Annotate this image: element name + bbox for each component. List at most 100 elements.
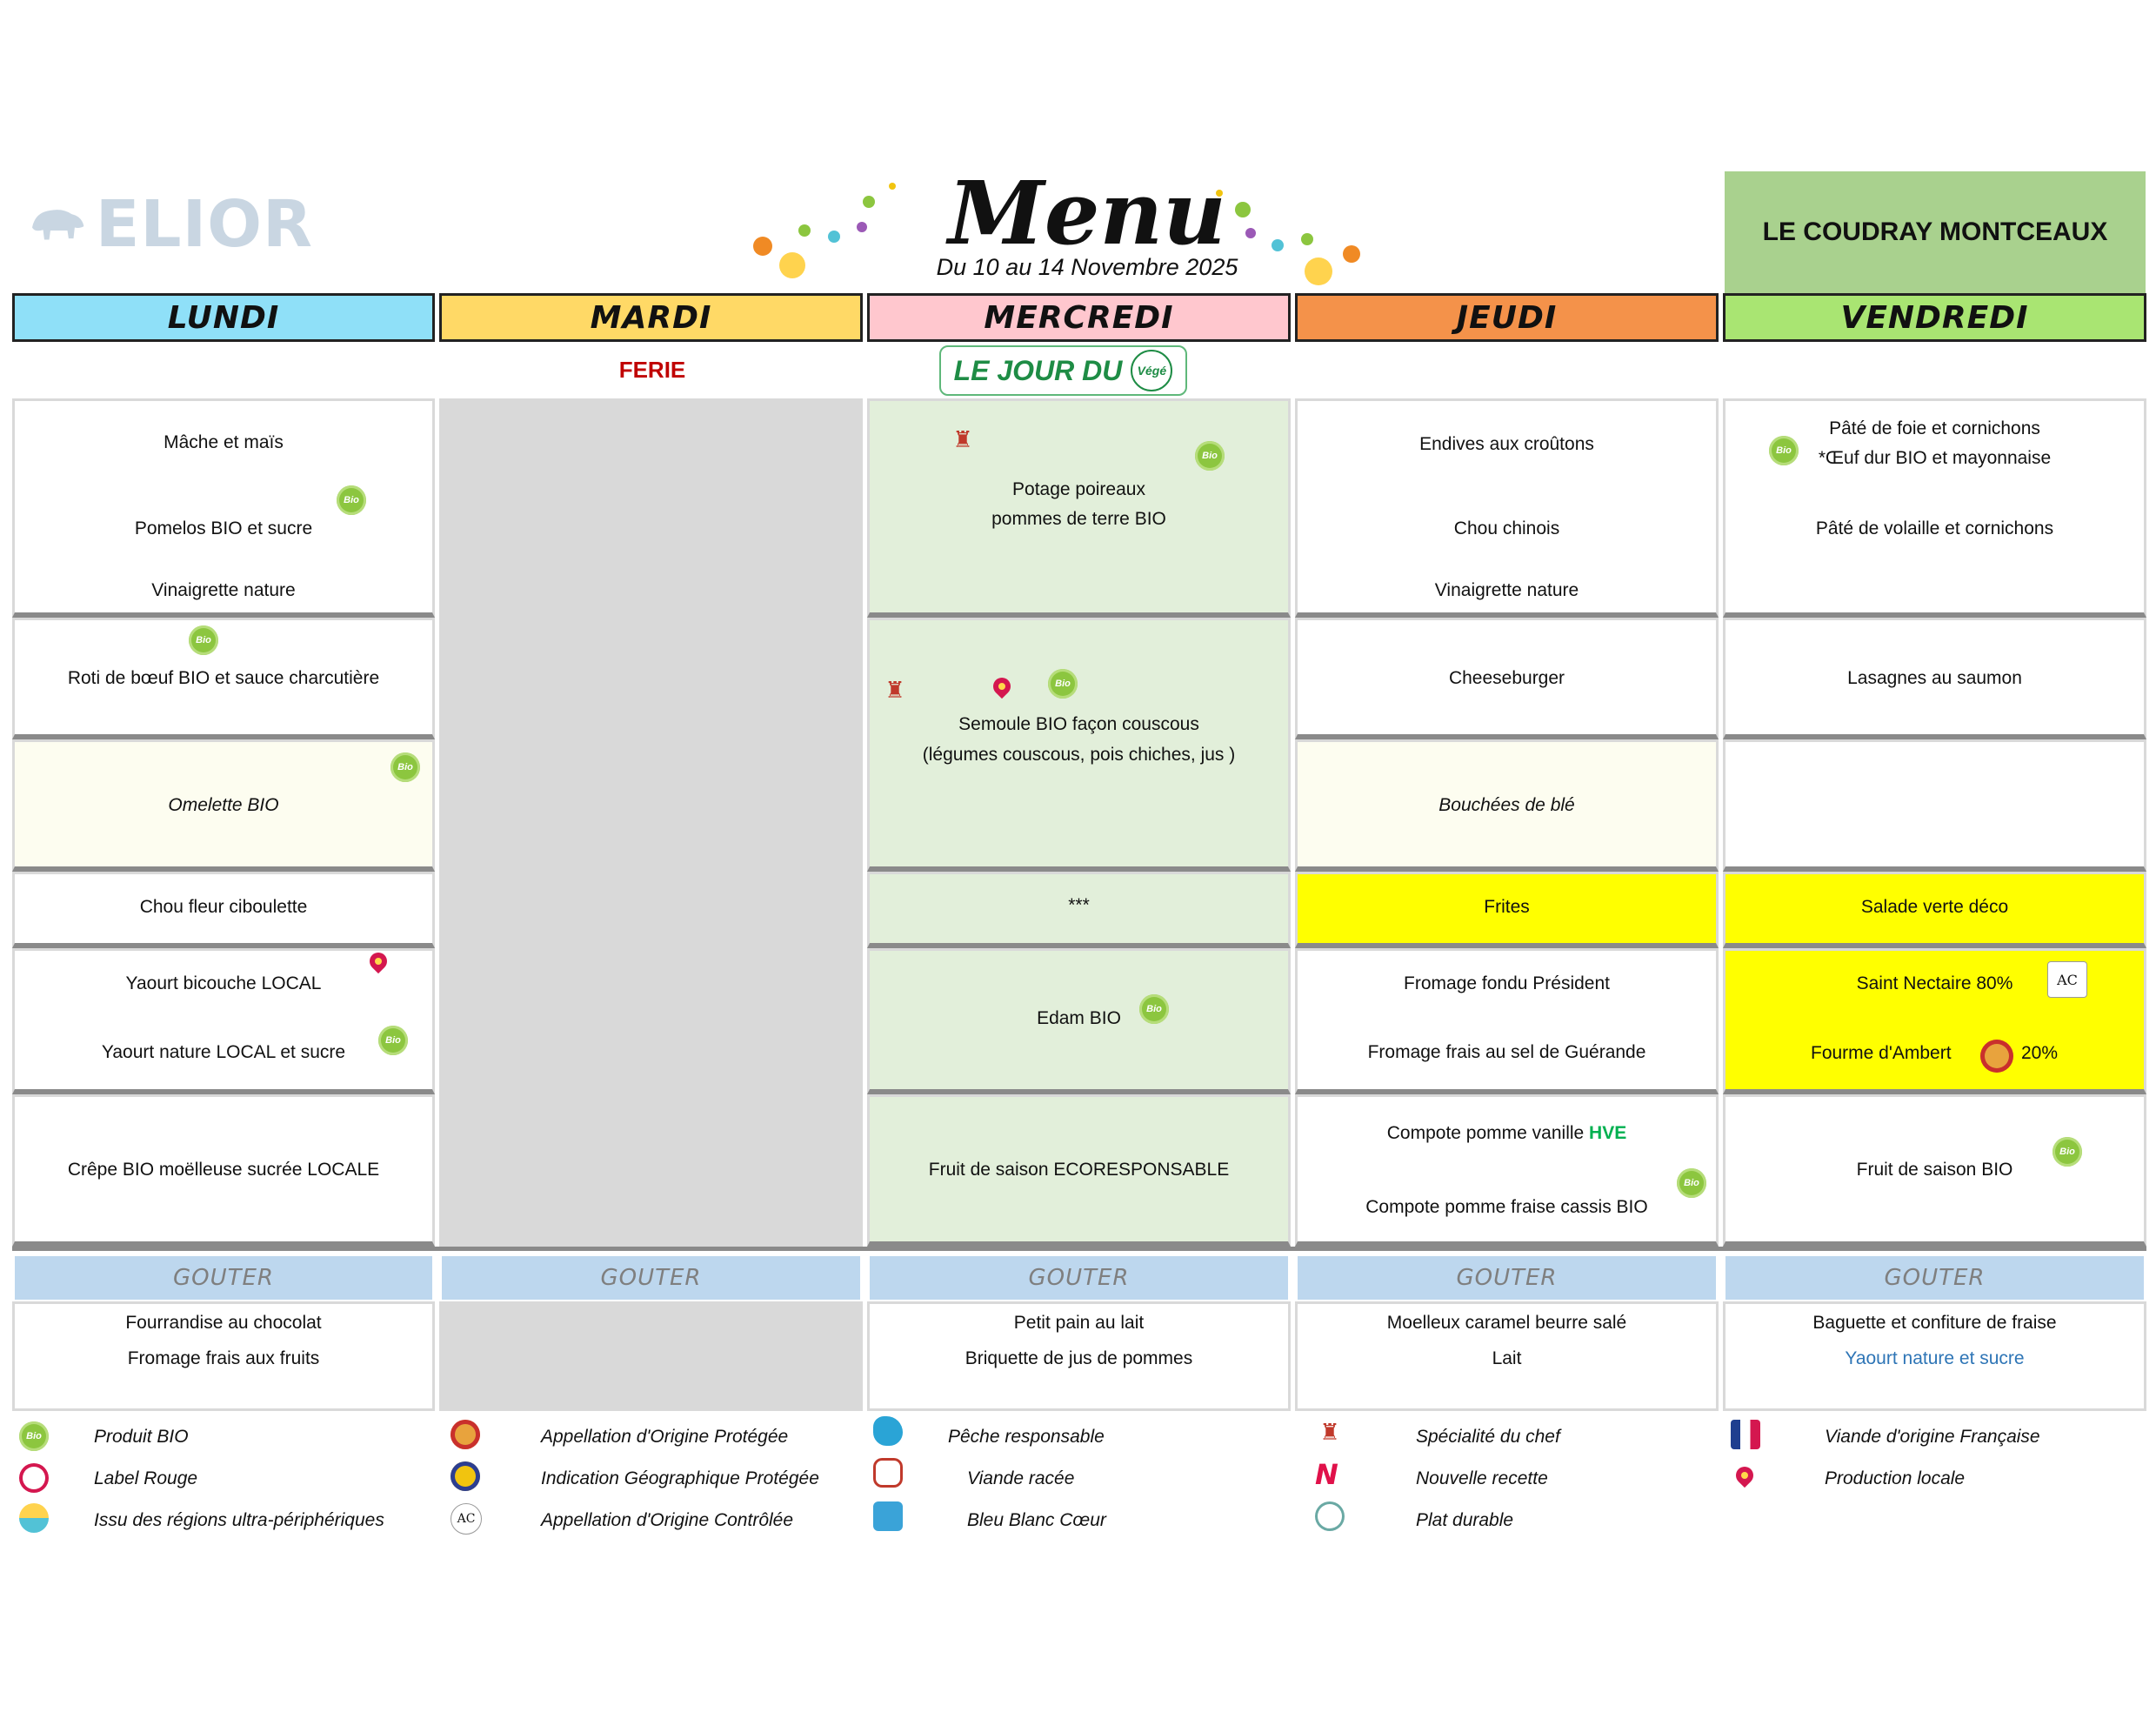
jeudi-dessert-cell: Compote pomme vanille HVE Compote pomme … (1295, 1094, 1719, 1247)
gouter-mercredi-cell: Petit pain au lait Briquette de jus de p… (867, 1301, 1291, 1411)
jeudi-plat: Cheeseburger (1448, 668, 1565, 688)
gouter-lundi-2: Fromage frais aux fruits (127, 1348, 320, 1368)
chef-specialty-icon: ♜ (1319, 1419, 1340, 1445)
jeudi-laitage-1: Fromage fondu Président (1404, 973, 1610, 993)
legend-aop: Appellation d'Origine Protégée (541, 1427, 789, 1447)
vendredi-dessert: Fruit de saison BIO (1856, 1160, 2013, 1180)
bio-icon: Bio (378, 1026, 408, 1055)
bio-icon: Bio (19, 1421, 49, 1451)
bio-icon: Bio (337, 485, 366, 515)
jeudi-accomp-cell: Frites (1295, 872, 1719, 948)
confetti-dot (779, 252, 805, 278)
confetti-dot (1216, 190, 1223, 197)
confetti-dot (1272, 239, 1284, 251)
vendredi-plat: Lasagnes au saumon (1847, 668, 2022, 688)
bio-icon: Bio (1048, 669, 1078, 699)
vendredi-laitage-1: Saint Nectaire 80% (1856, 973, 2013, 993)
confetti-dot (1301, 233, 1313, 245)
bio-icon: Bio (2053, 1137, 2082, 1167)
confetti-dot (857, 222, 867, 232)
mercredi-dessert-cell: Fruit de saison ECORESPONSABLE (867, 1094, 1291, 1247)
lundi-alt-cell: Omelette BIO Bio (12, 739, 435, 872)
mercredi-dessert: Fruit de saison ECORESPONSABLE (928, 1160, 1230, 1180)
jeudi-laitage-2: Fromage frais au sel de Guérande (1367, 1042, 1646, 1062)
nouvelle-recette-icon: N (1315, 1458, 1338, 1491)
bio-icon: Bio (1677, 1168, 1706, 1198)
gouter-header-vendredi: GOUTER (1725, 1256, 2144, 1300)
gouter-vendredi-2: Yaourt nature et sucre (1845, 1348, 2025, 1368)
gouter-header-jeudi: GOUTER (1298, 1256, 1716, 1300)
bio-icon: Bio (390, 752, 420, 782)
aop-icon (1980, 1040, 2013, 1073)
legend-igp: Indication Géographique Protégée (541, 1468, 819, 1488)
gouter-jeudi-cell: Moelleux caramel beurre salé Lait (1295, 1301, 1719, 1411)
aop-icon (451, 1420, 480, 1449)
lundi-accomp: Chou fleur ciboulette (139, 897, 308, 917)
jeudi-dessert-1: Compote pomme vanille HVE (1298, 1123, 1716, 1144)
legend-specialite-chef: Spécialité du chef (1416, 1427, 1560, 1447)
lundi-accomp-cell: Chou fleur ciboulette (12, 872, 435, 948)
legend-aoc: Appellation d'Origine Contrôlée (541, 1510, 794, 1530)
vendredi-entree-2: *Œuf dur BIO et mayonnaise (1818, 448, 2052, 468)
vendredi-alt-cell (1723, 739, 2146, 872)
plat-durable-icon (1315, 1501, 1345, 1531)
label-rouge-icon (19, 1463, 49, 1493)
vendredi-accomp-cell: Salade verte déco (1723, 872, 2146, 948)
lundi-entree-1: Mâche et maïs (164, 432, 284, 452)
legend-nouvelle-recette: Nouvelle recette (1416, 1468, 1548, 1488)
vendredi-accomp: Salade verte déco (1860, 897, 2009, 917)
day-header-mercredi: MERCREDI (867, 293, 1291, 342)
lundi-laitage-1: Yaourt bicouche LOCAL (125, 973, 322, 993)
gouter-mercredi-2: Briquette de jus de pommes (965, 1348, 1193, 1368)
confetti-dot (828, 231, 840, 243)
confetti-dot (1245, 228, 1256, 238)
mercredi-plat-1: Semoule BIO façon couscous (958, 714, 1199, 734)
date-range: Du 10 au 14 Novembre 2025 (936, 254, 1238, 280)
fish-icon (873, 1416, 903, 1446)
gouter-mardi-cell (439, 1301, 863, 1411)
gouter-lundi-cell: Fourrandise au chocolat Fromage frais au… (12, 1301, 435, 1411)
bio-icon: Bio (189, 625, 218, 655)
local-production-icon (989, 673, 1015, 699)
gouter-header-lundi: GOUTER (15, 1256, 432, 1300)
jeudi-dessert-2: Compote pomme fraise cassis BIO (1365, 1197, 1648, 1217)
vendredi-entree-1: Pâté de foie et cornichons (1829, 418, 2040, 438)
bio-icon: Bio (1769, 436, 1799, 465)
chef-specialty-icon: ♜ (952, 426, 973, 452)
vendredi-entree-3: Pâté de volaille et cornichons (1815, 518, 2054, 538)
legend-produit-bio: Produit BIO (94, 1427, 189, 1447)
vege-banner-text: LE JOUR DU (953, 354, 1123, 386)
legend-viande-racee: Viande racée (967, 1468, 1075, 1488)
gouter-mercredi-1: Petit pain au lait (1013, 1313, 1145, 1333)
lundi-dessert-cell: Crêpe BIO moëlleuse sucrée LOCALE (12, 1094, 435, 1247)
day-header-vendredi: VENDREDI (1723, 293, 2146, 342)
jeudi-laitage-cell: Fromage fondu Président Fromage frais au… (1295, 948, 1719, 1094)
lundi-entree-2: Pomelos BIO et sucre (134, 518, 313, 538)
vendredi-laitage-2: Fourme d'Ambert (1811, 1043, 1952, 1063)
vendredi-dessert-cell: Fruit de saison BIO Bio (1723, 1094, 2146, 1247)
mardi-closed-column (439, 398, 863, 1247)
mercredi-laitage-cell: Edam BIO Bio (867, 948, 1291, 1094)
vendredi-plat-cell: Lasagnes au saumon (1723, 618, 2146, 739)
bio-icon: Bio (1195, 441, 1225, 471)
lundi-plat: Roti de bœuf BIO et sauce charcutière (67, 668, 380, 688)
gouter-header-mardi: GOUTER (442, 1256, 860, 1300)
confetti-dot (863, 196, 875, 208)
day-header-mardi: MARDI (439, 293, 863, 342)
vendredi-laitage-2-percent: 20% (2021, 1043, 2059, 1063)
gouter-header-mercredi: GOUTER (870, 1256, 1288, 1300)
confetti-dot (798, 224, 811, 237)
lundi-laitage-cell: Yaourt bicouche LOCAL Yaourt nature LOCA… (12, 948, 435, 1094)
gouter-jeudi-2: Lait (1492, 1348, 1522, 1368)
mercredi-entree-1: Potage poireaux (1012, 479, 1145, 499)
site-name: LE COUDRAY MONTCEAUX (1725, 171, 2146, 293)
gouter-vendredi-cell: Baguette et confiture de fraise Yaourt n… (1723, 1301, 2146, 1411)
aoc-icon: AC (451, 1503, 482, 1535)
gouter-vendredi-1: Baguette et confiture de fraise (1812, 1313, 2057, 1333)
mercredi-plat-cell: Semoule BIO façon couscous (légumes cous… (867, 618, 1291, 872)
jeudi-dessert-1-text: Compote pomme vanille (1386, 1123, 1590, 1143)
jeudi-alt: Bouchées de blé (1438, 795, 1575, 815)
confetti-dot (1343, 245, 1360, 263)
bison-icon (31, 210, 84, 240)
jeudi-alt-cell: Bouchées de blé (1295, 739, 1719, 872)
